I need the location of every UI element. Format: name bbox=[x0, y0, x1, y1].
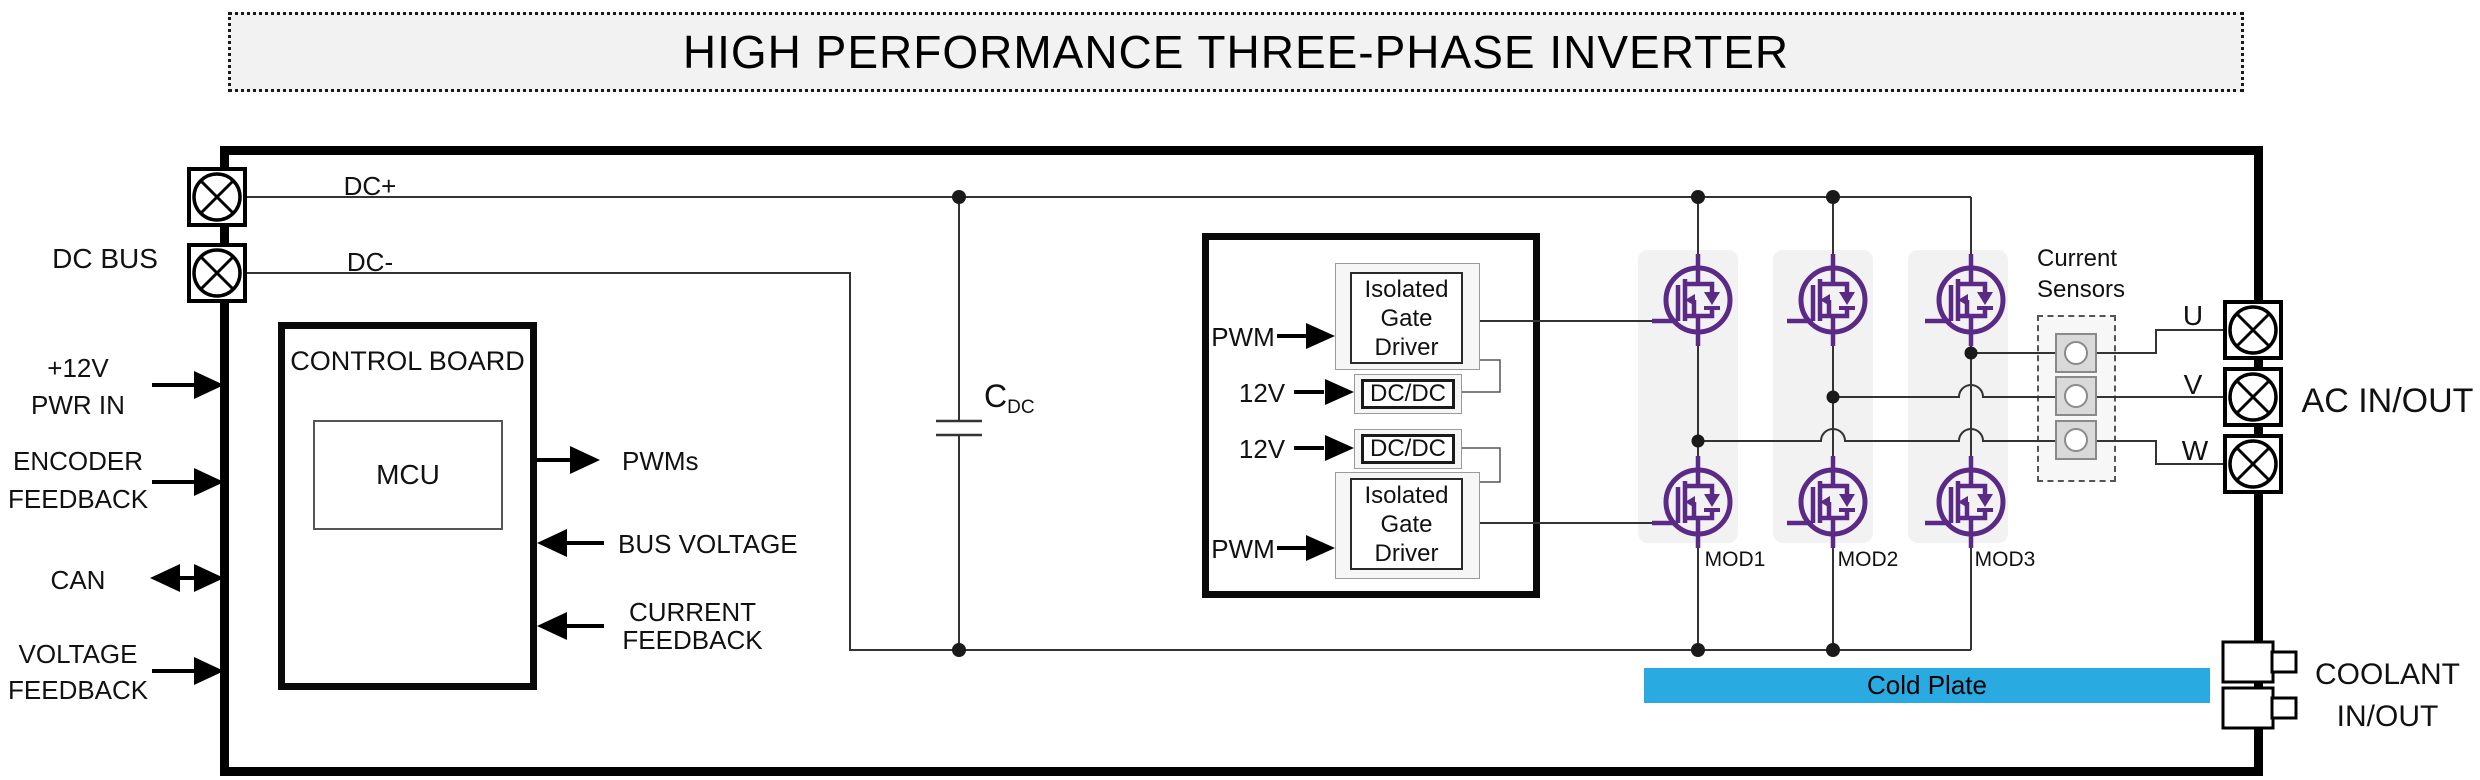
isolated-gate-driver-bottom: Isolated Gate Driver bbox=[1350, 478, 1463, 570]
mosfet-icon-mod1-high bbox=[1652, 254, 1730, 346]
mcu-box: MCU bbox=[313, 420, 503, 530]
coolant-in-out-label: COOLANT IN/OUT bbox=[2314, 658, 2461, 733]
mosfet-icon-mod1-low bbox=[1652, 456, 1730, 548]
arrow-can-right bbox=[194, 564, 224, 592]
phase-w-wire bbox=[1698, 428, 2225, 465]
arrow-pwm-top bbox=[1306, 323, 1335, 349]
phase-u-connector-icon bbox=[2223, 300, 2283, 360]
coolant-outlet-icon bbox=[2221, 686, 2298, 730]
igd-bot-line2: Gate bbox=[1380, 510, 1433, 538]
port-12v-pwr-in-label: +12V PWR IN bbox=[31, 353, 125, 420]
phase-u-label: U bbox=[2182, 300, 2204, 331]
mcu-label: MCU bbox=[376, 459, 440, 490]
arrow-12v-bottom bbox=[1325, 435, 1354, 461]
mosfet-icon-mod3-low bbox=[1925, 456, 2003, 548]
cold-plate: Cold Plate bbox=[1644, 668, 2210, 703]
dc-link-capacitor-label: CDC bbox=[984, 378, 1035, 418]
arrow-current-feedback-in bbox=[537, 612, 567, 640]
arrow-12v-in bbox=[194, 371, 224, 399]
capacitor-icon bbox=[936, 419, 982, 437]
bus-voltage-label: BUS VOLTAGE bbox=[618, 529, 798, 559]
arrow-voltage-in bbox=[194, 657, 224, 685]
igd-top-line3: Driver bbox=[1374, 333, 1439, 361]
12v-bottom-label: 12V bbox=[1238, 434, 1286, 464]
ac-in-out-label: AC IN/OUT bbox=[2301, 382, 2474, 420]
dc-plus-connector-icon bbox=[187, 167, 247, 227]
igd-bot-line1: Isolated bbox=[1364, 481, 1449, 509]
igd-top-line1: Isolated bbox=[1364, 275, 1449, 303]
current-sensors-label: Current Sensors bbox=[2037, 245, 2126, 303]
title-box: HIGH PERFORMANCE THREE-PHASE INVERTER bbox=[228, 12, 2244, 92]
phase-v-label: V bbox=[2183, 369, 2203, 400]
arrow-pwms-out bbox=[570, 446, 600, 474]
dc-bus-label: DC BUS bbox=[52, 243, 158, 274]
arrow-bus-voltage-in bbox=[537, 529, 567, 557]
dc-plus-label: DC+ bbox=[343, 171, 397, 201]
pwm-bottom-label: PWM bbox=[1211, 534, 1275, 564]
dc-plus-wire bbox=[245, 196, 1972, 254]
cold-plate-label: Cold Plate bbox=[1867, 670, 1987, 700]
igd-top-line2: Gate bbox=[1380, 304, 1433, 332]
pwm-top-label: PWM bbox=[1211, 322, 1275, 352]
phase-w-connector-icon bbox=[2223, 434, 2283, 494]
mod3-label: MOD3 bbox=[1974, 548, 2036, 571]
port-voltage-feedback-label: VOLTAGE FEEDBACK bbox=[8, 639, 149, 705]
gate-driver-unit bbox=[1202, 233, 1540, 598]
arrow-12v-top bbox=[1325, 379, 1354, 405]
dc-minus-connector-icon bbox=[187, 243, 247, 303]
phase-v-wire bbox=[1833, 384, 2225, 398]
dc-minus-wire bbox=[245, 272, 1972, 651]
control-board-title: CONTROL BOARD bbox=[290, 346, 525, 376]
dcdc-converter-bottom: DC/DC bbox=[1361, 434, 1455, 464]
pwms-label: PWMs bbox=[622, 446, 699, 476]
mosfet-icon-mod3-high bbox=[1925, 254, 2003, 346]
phase-w-label: W bbox=[2181, 435, 2209, 466]
gate-drive-wires bbox=[1480, 320, 1652, 524]
junction-dots bbox=[952, 190, 1978, 657]
control-board bbox=[278, 322, 537, 690]
mod2-label: MOD2 bbox=[1837, 548, 1899, 571]
isolated-gate-driver-top: Isolated Gate Driver bbox=[1350, 272, 1463, 364]
page-title: HIGH PERFORMANCE THREE-PHASE INVERTER bbox=[682, 26, 1790, 78]
dcdc-top-label: DC/DC bbox=[1370, 380, 1446, 407]
phase-u-wire bbox=[1971, 329, 2225, 354]
dc-minus-label: DC- bbox=[346, 247, 394, 277]
arrow-encoder-in bbox=[194, 468, 224, 496]
arrow-lines bbox=[152, 334, 1324, 673]
arrow-heads bbox=[150, 323, 1354, 685]
port-can-label: CAN bbox=[50, 565, 106, 595]
current-sensor-icons bbox=[2055, 333, 2097, 460]
mod1-label: MOD1 bbox=[1704, 548, 1766, 571]
mosfet-icon-mod2-high bbox=[1787, 254, 1865, 346]
arrow-pwm-bottom bbox=[1306, 535, 1335, 561]
dcdc-converter-top: DC/DC bbox=[1361, 379, 1455, 409]
phase-v-connector-icon bbox=[2223, 367, 2283, 427]
mosfet-icon-mod2-low bbox=[1787, 456, 1865, 548]
12v-top-label: 12V bbox=[1238, 378, 1286, 408]
arrow-can-left bbox=[150, 564, 180, 592]
port-encoder-feedback-label: ENCODER FEEDBACK bbox=[8, 446, 149, 514]
driver-dcdc-links bbox=[1462, 359, 1501, 483]
dcdc-bottom-label: DC/DC bbox=[1370, 435, 1446, 462]
current-feedback-label: CURRENT FEEDBACK bbox=[622, 597, 763, 655]
coolant-inlet-icon bbox=[2221, 640, 2298, 684]
igd-bot-line3: Driver bbox=[1374, 539, 1439, 567]
